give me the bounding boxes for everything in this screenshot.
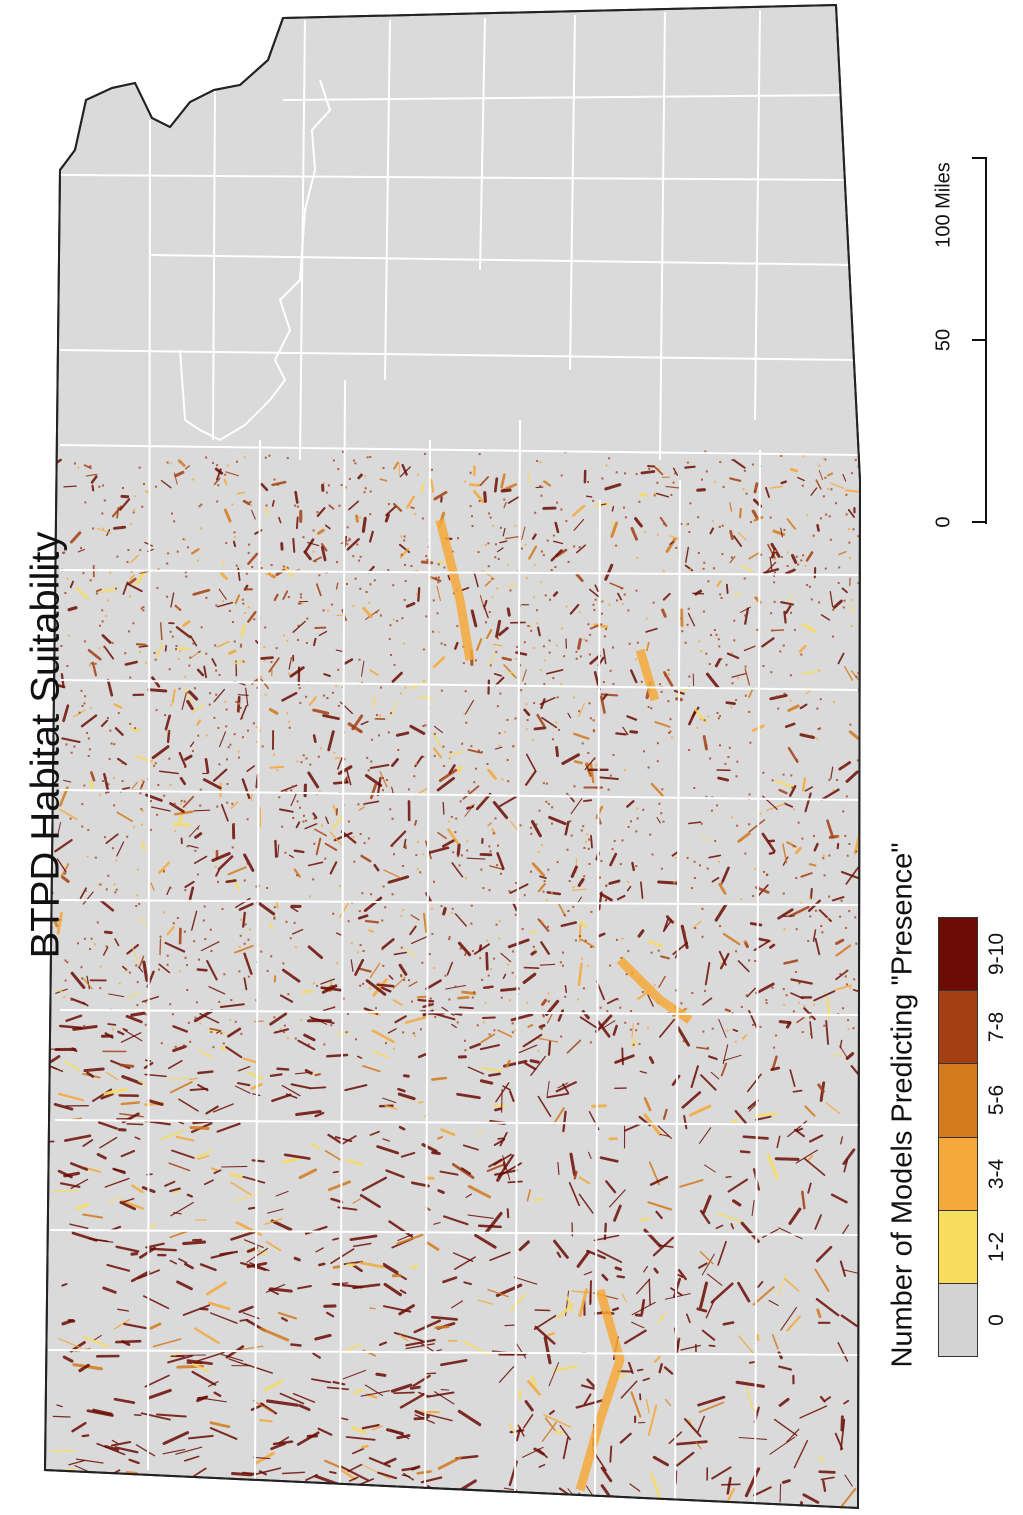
map-title-area: BTPD Habitat Suitability bbox=[0, 0, 68, 1515]
scale-label-50: 50 bbox=[932, 328, 955, 352]
legend-swatch-2 bbox=[939, 1064, 977, 1138]
legend-label-5: 0 bbox=[985, 1314, 1008, 1327]
legend-label-4: 1-2 bbox=[985, 1231, 1008, 1263]
legend-swatch-4 bbox=[939, 1210, 977, 1284]
map-title: BTPD Habitat Suitability bbox=[23, 531, 68, 959]
scale-tick-0 bbox=[972, 521, 987, 523]
scale-bar-line bbox=[985, 158, 987, 524]
county-boundaries bbox=[47, 9, 859, 1509]
legend-swatch-5 bbox=[939, 1283, 977, 1357]
legend-labels: 9-10 7-8 5-6 3-4 1-2 0 bbox=[985, 917, 1023, 1357]
legend-label-cell-5: 0 bbox=[985, 1284, 1023, 1357]
legend-color-bar bbox=[938, 917, 978, 1357]
legend-swatch-0 bbox=[939, 918, 977, 992]
legend-label-cell-0: 9-10 bbox=[985, 917, 1023, 990]
scale-tick-50 bbox=[972, 339, 987, 341]
legend-label-cell-2: 5-6 bbox=[985, 1064, 1023, 1137]
scale-tick-100 bbox=[972, 157, 987, 159]
legend-label-cell-4: 1-2 bbox=[985, 1210, 1023, 1283]
scale-label-100: 100 Miles bbox=[932, 162, 955, 248]
legend-swatch-3 bbox=[939, 1137, 977, 1211]
legend-label-2: 5-6 bbox=[985, 1085, 1008, 1116]
state-border bbox=[43, 3, 862, 1510]
legend-title: Number of Models Predicting "Presence" bbox=[886, 842, 919, 1368]
legend-label-3: 3-4 bbox=[985, 1158, 1008, 1189]
legend-label-0: 9-10 bbox=[985, 932, 1008, 975]
legend-swatch-1 bbox=[939, 991, 977, 1065]
legend-label-1: 7-8 bbox=[985, 1011, 1008, 1043]
scale-bar: 100 Miles 50 0 bbox=[920, 150, 1020, 540]
scale-label-0: 0 bbox=[932, 516, 955, 528]
legend-label-cell-3: 3-4 bbox=[985, 1137, 1023, 1210]
legend-label-cell-1: 7-8 bbox=[985, 990, 1023, 1063]
